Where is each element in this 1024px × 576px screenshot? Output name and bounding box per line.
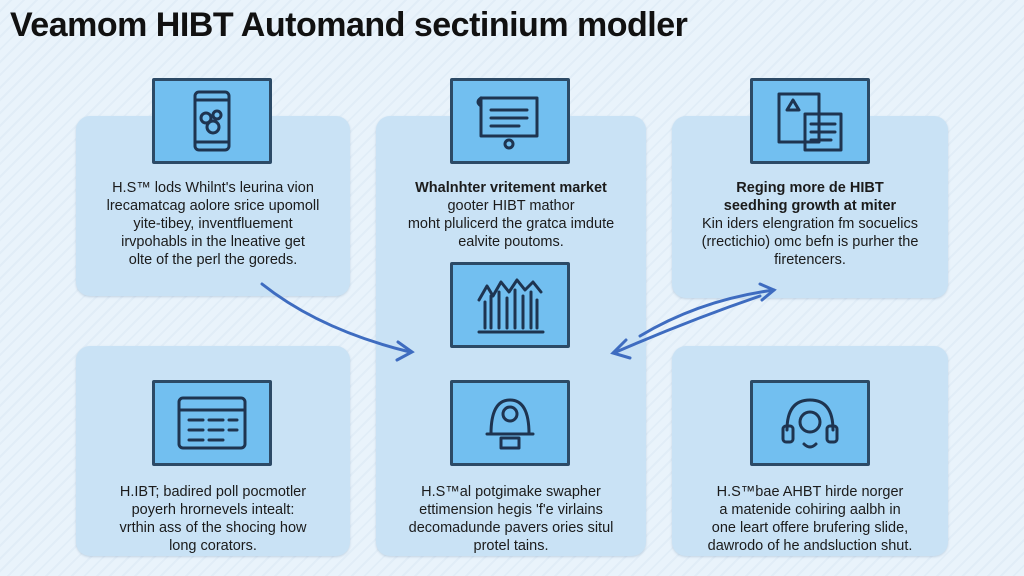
card-subheading: seedhing growth at miter (723, 198, 897, 214)
card-text-top-center: Whalnhter vritement market gooter HIBT m… (380, 179, 642, 251)
card-heading: Whalnhter vritement market (415, 180, 607, 196)
card-icon-box (450, 380, 570, 466)
calendar-icon (177, 396, 247, 450)
card-icon-box (750, 380, 870, 466)
ticket-icon (476, 96, 539, 150)
card-text-bottom-left: H.IBT; badired poll pocmotler poyerh hro… (119, 484, 307, 554)
card-icon-box (450, 78, 570, 164)
card-text-bottom-right: H.S™bae AHBT hirde norger a matenide coh… (707, 484, 913, 554)
page-title: Veamom HIBT Automand sectinium modler (10, 6, 688, 44)
tablet-icon (193, 90, 231, 152)
helmet-icon (485, 398, 535, 450)
headset-icon (781, 398, 839, 449)
bar-chart-icon (477, 278, 545, 334)
card-text-top-right: Reging more de HIBT seedhing growth at m… (676, 179, 944, 269)
center-icon-box (450, 262, 570, 348)
card-icon-box (750, 78, 870, 164)
documents-icon (777, 92, 843, 152)
card-icon-box (152, 380, 272, 466)
card-heading: Reging more de HIBT (736, 180, 884, 196)
card-text-bottom-center: H.S™al potgimake swapher ettimension heg… (408, 484, 614, 554)
card-icon-box (152, 78, 272, 164)
card-text-top-left: H.S™ lods Whilnt's leurina vion lrecamat… (106, 180, 320, 268)
